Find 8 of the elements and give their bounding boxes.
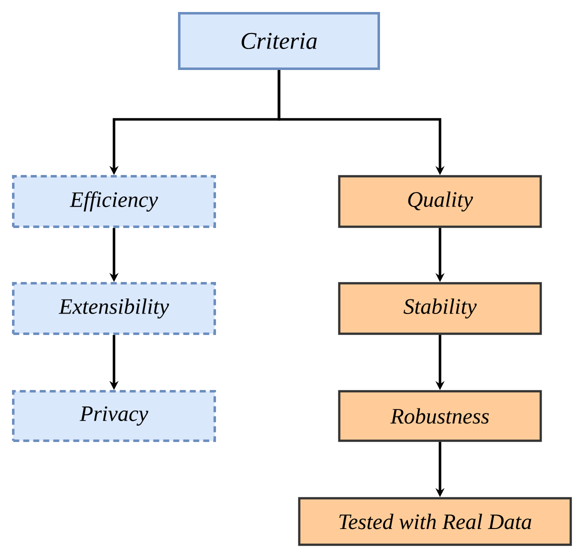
dashed-box: Extensibility <box>12 282 216 335</box>
process-box: Robustness <box>338 390 542 442</box>
dashed-box: Privacy <box>12 390 216 442</box>
process-box: Tested with Real Data <box>298 497 572 546</box>
process-box: Quality <box>338 175 542 228</box>
process-box: Stability <box>338 282 542 335</box>
dashed-box: Efficiency <box>12 175 216 228</box>
title-box: Criteria <box>178 12 380 70</box>
